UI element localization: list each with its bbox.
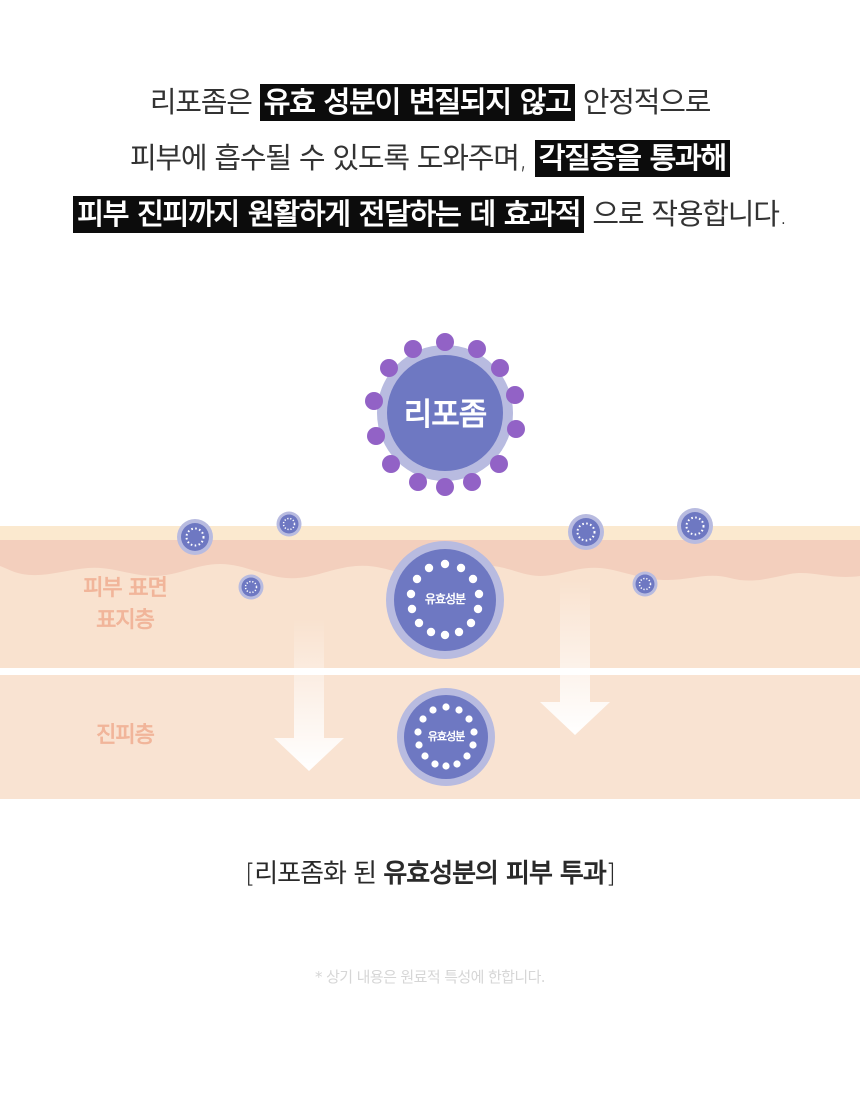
- headline-line-1: 리포좀은 유효 성분이 변질되지 않고 안정적으로: [0, 74, 860, 130]
- vesicle-icon: [677, 508, 713, 544]
- vesicle-icon: [632, 571, 658, 597]
- headline-line-1-post: 안정적으로: [574, 85, 712, 119]
- headline-line-3-highlight: 피부 진피까지 원활하게 전달하는 데 효과적: [73, 196, 585, 233]
- vesicle-icon: [177, 519, 213, 555]
- skin-penetration-diagram: 피부 표면 표지층 진피층: [0, 300, 860, 810]
- diagram-caption: [리포좀화 된 유효성분의 피부 투과]: [0, 854, 860, 894]
- headline: 리포좀은 유효 성분이 변질되지 않고 안정적으로 피부에 흡수될 수 있도록 …: [0, 74, 860, 242]
- arrow-down-icon: [274, 618, 344, 771]
- epidermis-label-line-1: 피부 표면: [83, 576, 168, 601]
- caption-plain: 리포좀화 된: [254, 859, 384, 889]
- headline-line-1-highlight: 유효 성분이 변질되지 않고: [259, 84, 575, 121]
- arrow-down-icon: [540, 580, 610, 735]
- liposome-icon: [365, 333, 525, 496]
- headline-line-2-highlight: 각질층을 통과해: [534, 140, 731, 177]
- headline-line-3-post: 으로 작용합니다.: [584, 197, 788, 231]
- active-ingredient-icon: [397, 688, 495, 786]
- vesicle-icon: [238, 574, 264, 600]
- headline-line-1-pre: 리포좀은: [149, 85, 260, 119]
- epidermis-label: 피부 표면 표지층: [55, 573, 195, 637]
- layer-divider: [0, 668, 860, 675]
- caption-close-bracket: ]: [605, 859, 616, 889]
- caption-bold: 유효성분의 피부 투과: [383, 859, 606, 889]
- caption-open-bracket: [: [245, 859, 255, 889]
- headline-line-3: 피부 진피까지 원활하게 전달하는 데 효과적 으로 작용합니다.: [0, 186, 860, 242]
- active-ingredient-label-lower: 유효성분: [427, 730, 465, 743]
- headline-line-2: 피부에 흡수될 수 있도록 도와주며, 각질층을 통과해: [0, 130, 860, 186]
- liposome-label: 리포좀: [403, 397, 488, 433]
- footnote: * 상기 내용은 원료적 특성에 한합니다.: [315, 968, 546, 986]
- headline-line-2-pre: 피부에 흡수될 수 있도록 도와주며,: [129, 141, 535, 175]
- active-ingredient-label: 유효성분: [424, 592, 466, 606]
- vesicle-icon: [276, 511, 302, 537]
- dermis-label: 진피층: [96, 723, 155, 748]
- active-ingredient-icon: [386, 541, 504, 659]
- epidermis-label-line-2: 표지층: [96, 608, 155, 633]
- vesicle-icon: [568, 514, 604, 550]
